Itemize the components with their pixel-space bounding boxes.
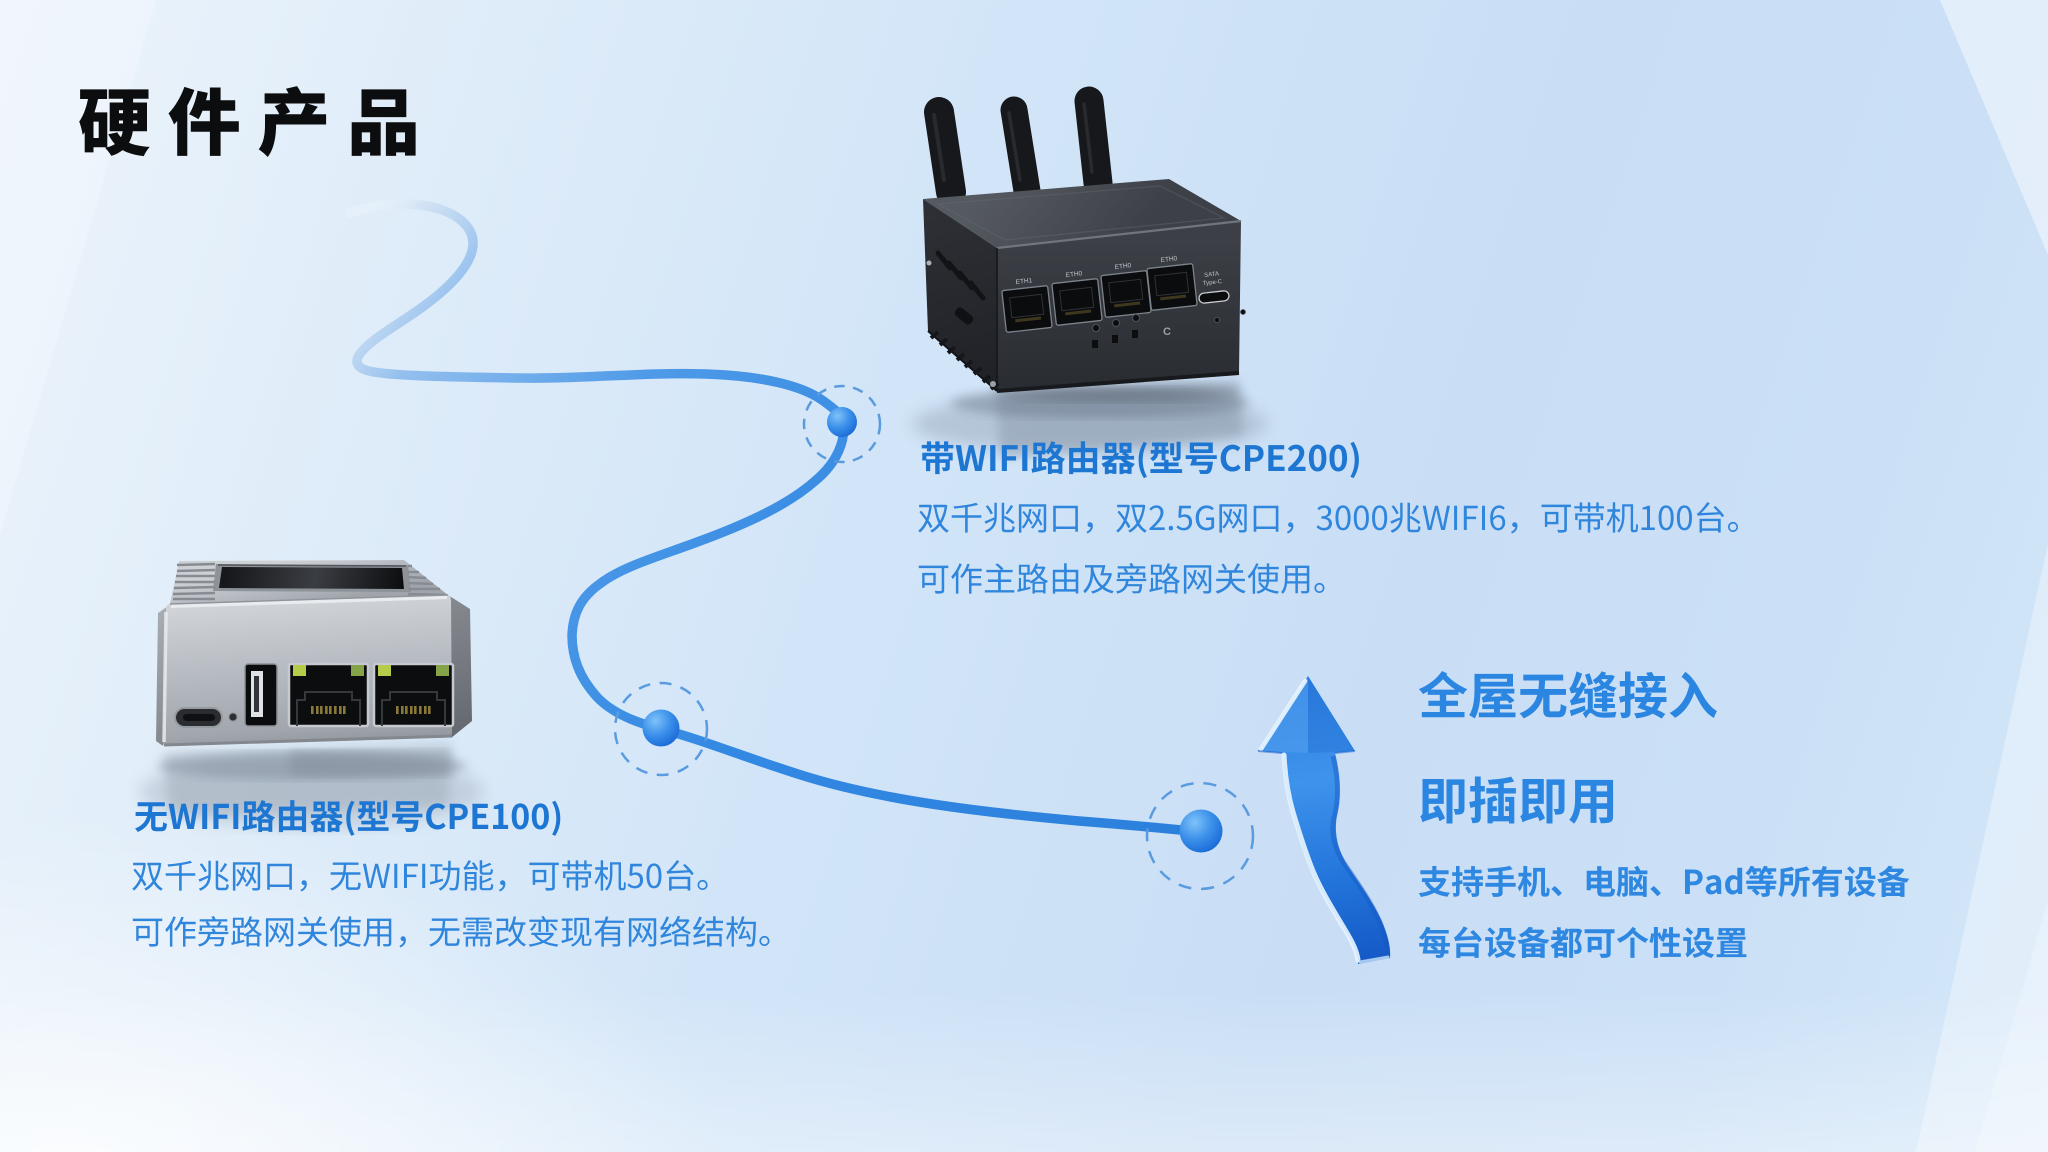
- svg-text:SATA: SATA: [1204, 271, 1219, 279]
- svg-text:ETH1: ETH1: [1015, 277, 1033, 286]
- svg-text:Type-C: Type-C: [1203, 279, 1224, 287]
- svg-text:C: C: [1163, 326, 1171, 338]
- svg-text:ETH0: ETH0: [1160, 255, 1178, 264]
- svg-text:ETH0: ETH0: [1065, 270, 1083, 279]
- svg-text:ETH0: ETH0: [1114, 262, 1132, 271]
